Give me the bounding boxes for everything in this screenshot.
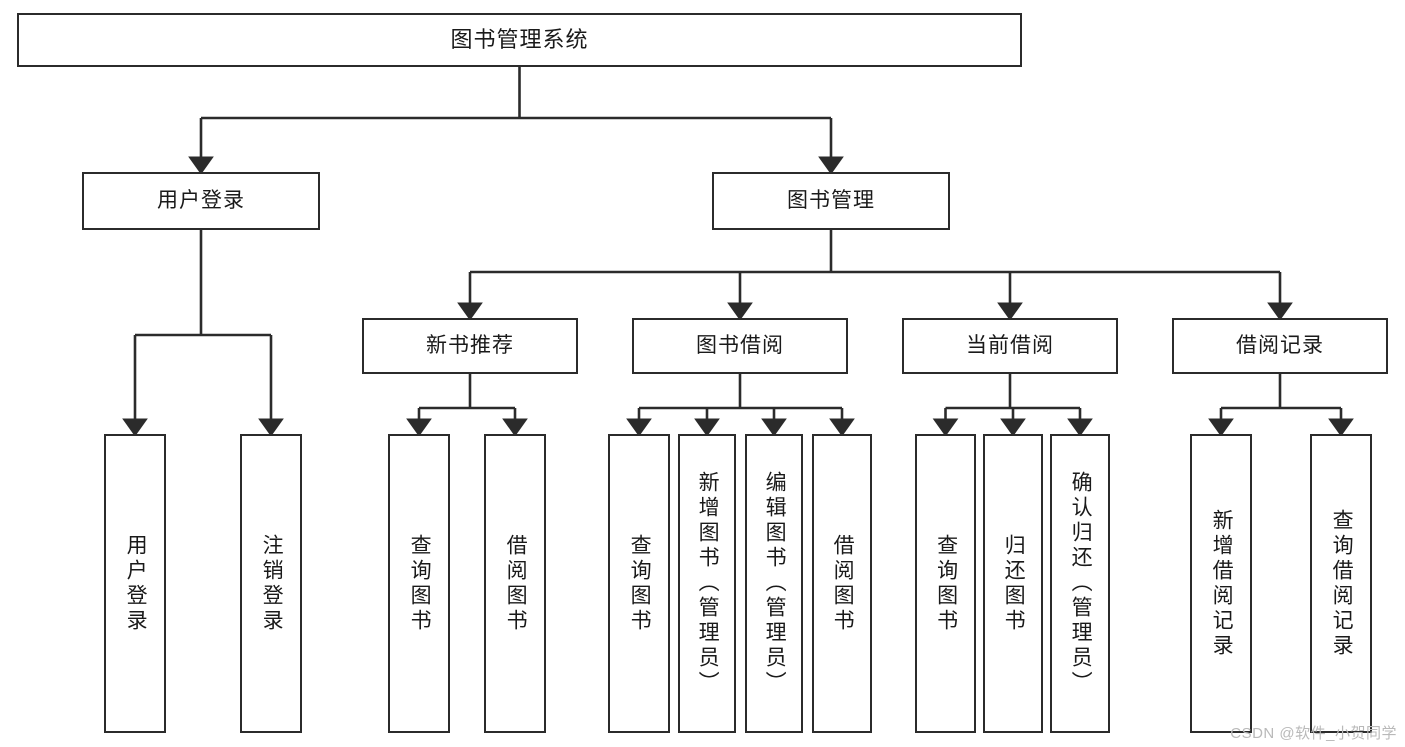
node-book-manage-label: 图书管理	[787, 189, 875, 213]
csdn-watermark: CSDN @软件_小贺同学	[1230, 725, 1397, 742]
node-leaf-confirm-return[interactable]: 确认归还（管理员）	[1050, 434, 1110, 733]
node-leaf-user-login[interactable]: 用户登录	[104, 434, 166, 733]
node-root-label: 图书管理系统	[450, 26, 589, 52]
node-user-login-label: 用户登录	[157, 189, 245, 213]
node-leaf-query-book-2[interactable]: 查询图书	[608, 434, 670, 733]
node-leaf-edit-book[interactable]: 编辑图书（管理员）	[745, 434, 803, 733]
node-leaf-return-book[interactable]: 归还图书	[983, 434, 1043, 733]
node-root[interactable]: 图书管理系统	[17, 13, 1022, 67]
node-borrow-record-label: 借阅记录	[1236, 334, 1324, 358]
node-leaf-query-record[interactable]: 查询借阅记录	[1310, 434, 1372, 733]
node-user-login[interactable]: 用户登录	[82, 172, 320, 230]
node-new-book-rec[interactable]: 新书推荐	[362, 318, 578, 374]
node-leaf-add-book[interactable]: 新增图书（管理员）	[678, 434, 736, 733]
node-leaf-add-record[interactable]: 新增借阅记录	[1190, 434, 1252, 733]
node-current-borrow-label: 当前借阅	[966, 334, 1054, 358]
node-borrow-record[interactable]: 借阅记录	[1172, 318, 1388, 374]
node-leaf-query-book-3[interactable]: 查询图书	[915, 434, 976, 733]
node-leaf-query-book-1[interactable]: 查询图书	[388, 434, 450, 733]
node-leaf-borrow-book-2[interactable]: 借阅图书	[812, 434, 872, 733]
node-leaf-logout[interactable]: 注销登录	[240, 434, 302, 733]
node-book-manage[interactable]: 图书管理	[712, 172, 950, 230]
node-book-borrow-label: 图书借阅	[696, 334, 784, 358]
node-book-borrow[interactable]: 图书借阅	[632, 318, 848, 374]
node-current-borrow[interactable]: 当前借阅	[902, 318, 1118, 374]
node-leaf-borrow-book-1[interactable]: 借阅图书	[484, 434, 546, 733]
node-new-book-rec-label: 新书推荐	[426, 334, 514, 358]
